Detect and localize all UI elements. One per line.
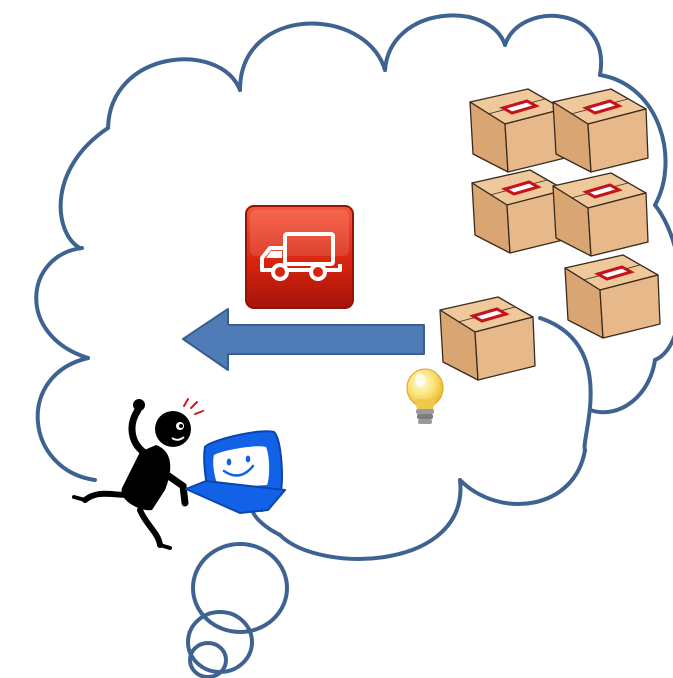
light-bulb-icon (406, 368, 444, 424)
stacked-cardboard-boxes (438, 87, 662, 382)
cardboard-box-icon (563, 253, 662, 340)
stick-figure-person (72, 398, 204, 550)
cardboard-box-icon (468, 87, 567, 174)
thought-bubble-large (191, 542, 289, 634)
thought-bubble-small (188, 641, 228, 678)
smiling-computer-icon (185, 430, 286, 514)
delivery-truck-icon (245, 205, 354, 309)
thought-bubbles (186, 542, 289, 678)
left-arrow (182, 308, 425, 371)
cardboard-box-icon (551, 87, 650, 174)
cardboard-box-icon (551, 171, 650, 258)
cardboard-box-icon (470, 168, 569, 255)
cardboard-box-icon (438, 295, 537, 382)
thought-bubble-medium (186, 610, 254, 674)
